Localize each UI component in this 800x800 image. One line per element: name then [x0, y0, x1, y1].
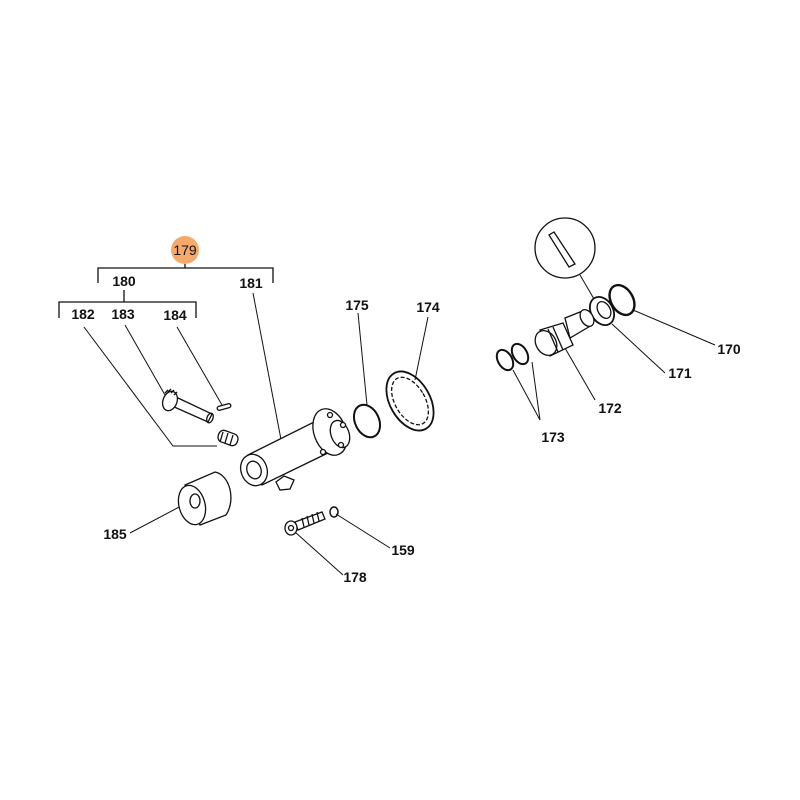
part-173-o-rings[interactable]	[493, 341, 531, 373]
part-label-172[interactable]: 172	[598, 400, 622, 416]
part-159-washer[interactable]	[329, 506, 339, 518]
bracket-179	[97, 264, 274, 283]
part-175-o-ring[interactable]	[349, 401, 385, 442]
part-174-ring[interactable]	[377, 363, 444, 438]
part-label-178[interactable]: 178	[343, 569, 367, 585]
part-172-piston[interactable]	[531, 307, 597, 359]
part-label-181[interactable]: 181	[239, 275, 263, 291]
part-183-pinion[interactable]	[160, 388, 215, 424]
part-label-182[interactable]: 182	[71, 306, 95, 322]
part-label-179[interactable]: 179	[171, 236, 199, 264]
part-181-housing[interactable]	[236, 404, 353, 491]
leader-lines	[83, 274, 716, 576]
part-label-175[interactable]: 175	[345, 297, 369, 313]
part-label-180[interactable]: 180	[112, 273, 136, 289]
part-label-183[interactable]: 183	[111, 306, 135, 322]
part-185-cap[interactable]	[174, 471, 232, 528]
part-170-ring[interactable]	[604, 281, 639, 320]
detail-inset	[534, 217, 596, 279]
part-label-173[interactable]: 173	[541, 429, 565, 445]
part-178-screw[interactable]	[284, 511, 326, 536]
part-label-159[interactable]: 159	[391, 542, 415, 558]
part-184-pin[interactable]	[216, 403, 232, 411]
part-182-spring[interactable]	[217, 429, 240, 447]
part-label-170[interactable]: 170	[717, 341, 741, 357]
part-label-185[interactable]: 185	[103, 526, 127, 542]
bracket-180	[58, 290, 197, 318]
part-label-174[interactable]: 174	[416, 299, 440, 315]
part-label-171[interactable]: 171	[668, 365, 692, 381]
part-label-184[interactable]: 184	[163, 307, 187, 323]
